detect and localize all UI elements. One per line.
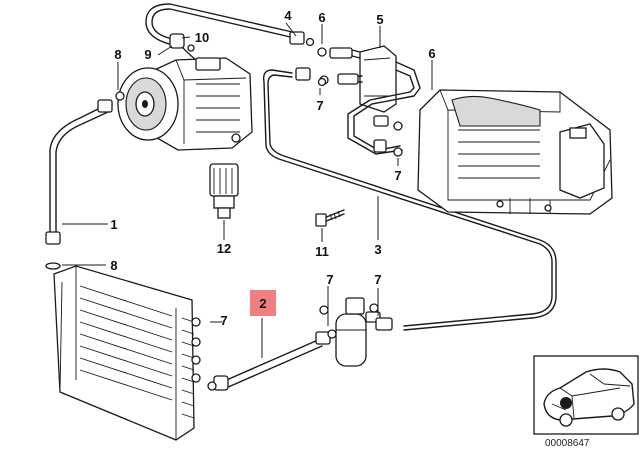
callout-7-receiver-right: 7 (374, 272, 381, 287)
location-marker-icon (560, 397, 572, 409)
callout-9: 9 (144, 47, 151, 62)
callout-2: 2 (259, 296, 266, 311)
compressor (117, 57, 253, 151)
callout-7-receiver-left: 7 (326, 272, 333, 287)
condenser (53, 265, 201, 441)
expansion-valve (329, 45, 421, 157)
callout-8-top: 8 (114, 47, 121, 62)
callout-2-highlight (250, 290, 276, 316)
bolt-11 (315, 209, 345, 227)
callout-6-top: 6 (318, 10, 325, 25)
callout-11: 11 (315, 244, 329, 259)
evaporator-housing (417, 89, 613, 215)
pipe-2 (221, 339, 319, 383)
callout-7-upper: 7 (316, 98, 323, 113)
callout-1: 1 (110, 217, 117, 232)
callout-7-evap: 7 (394, 168, 401, 183)
pipe-1 (49, 105, 105, 233)
receiver-drier (327, 297, 393, 367)
callout-12: 12 (217, 241, 231, 256)
leader-lines (62, 22, 433, 358)
callout-3: 3 (374, 242, 381, 257)
car-locator-inset (533, 355, 639, 435)
callout-8-bottom: 8 (110, 258, 117, 273)
pipe-3 (262, 69, 553, 327)
callout-6-right: 6 (428, 46, 435, 61)
callout-10: 10 (195, 30, 209, 45)
callout-4: 4 (284, 8, 292, 23)
callout-5: 5 (376, 12, 383, 27)
pipe-4 (151, 8, 303, 41)
callout-7-condenser: 7 (220, 313, 227, 328)
pressure-switch-12 (209, 163, 239, 219)
document-id: 00008647 (545, 438, 590, 449)
